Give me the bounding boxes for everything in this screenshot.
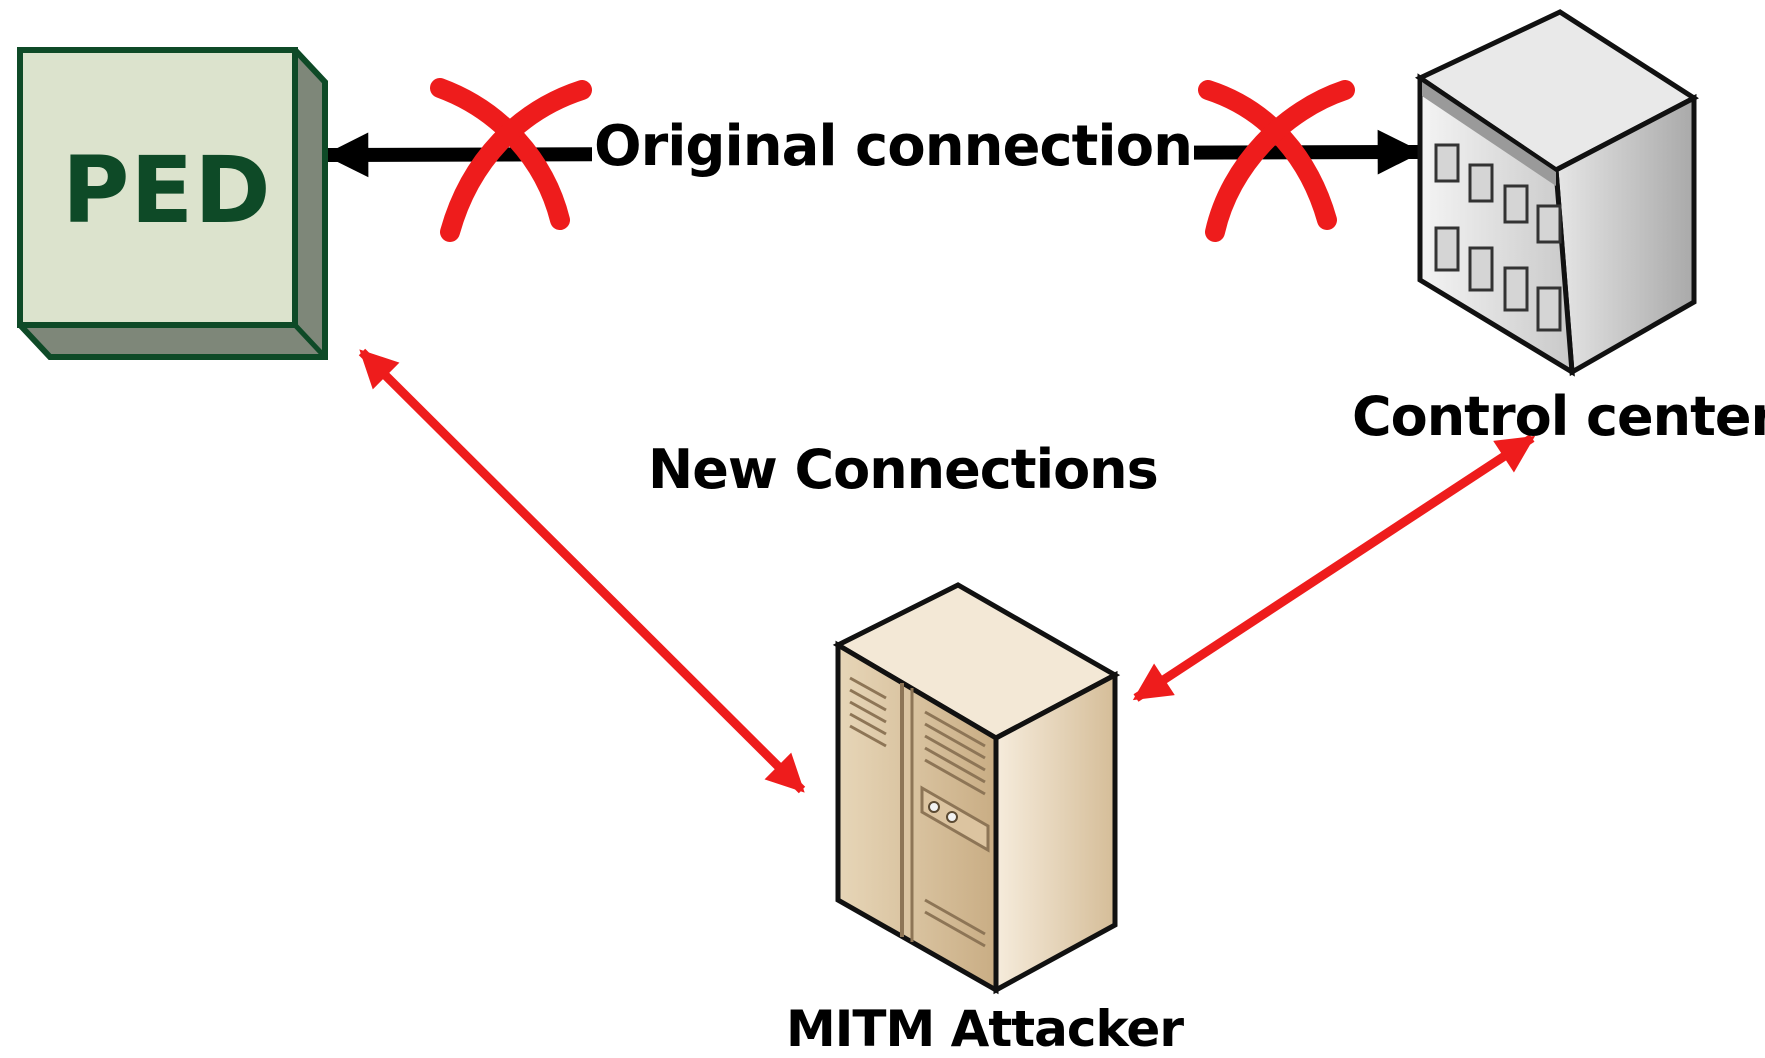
new-connections-label: New Connections [648,438,1159,501]
ped-node [17,47,328,360]
new-connection-attacker-control [1132,434,1536,702]
control-center-label: Control center [1352,385,1765,448]
broken-connection-mark-left [430,78,592,242]
original-connection-label: Original connection [592,114,1194,179]
building-icon [1414,9,1699,377]
mitm-attacker-label: MITM Attacker [786,1000,1184,1058]
broken-connection-mark-right [1198,80,1355,242]
server-icon [832,582,1121,995]
new-connection-ped-attacker [358,348,806,794]
ped-label: PED [62,137,272,244]
